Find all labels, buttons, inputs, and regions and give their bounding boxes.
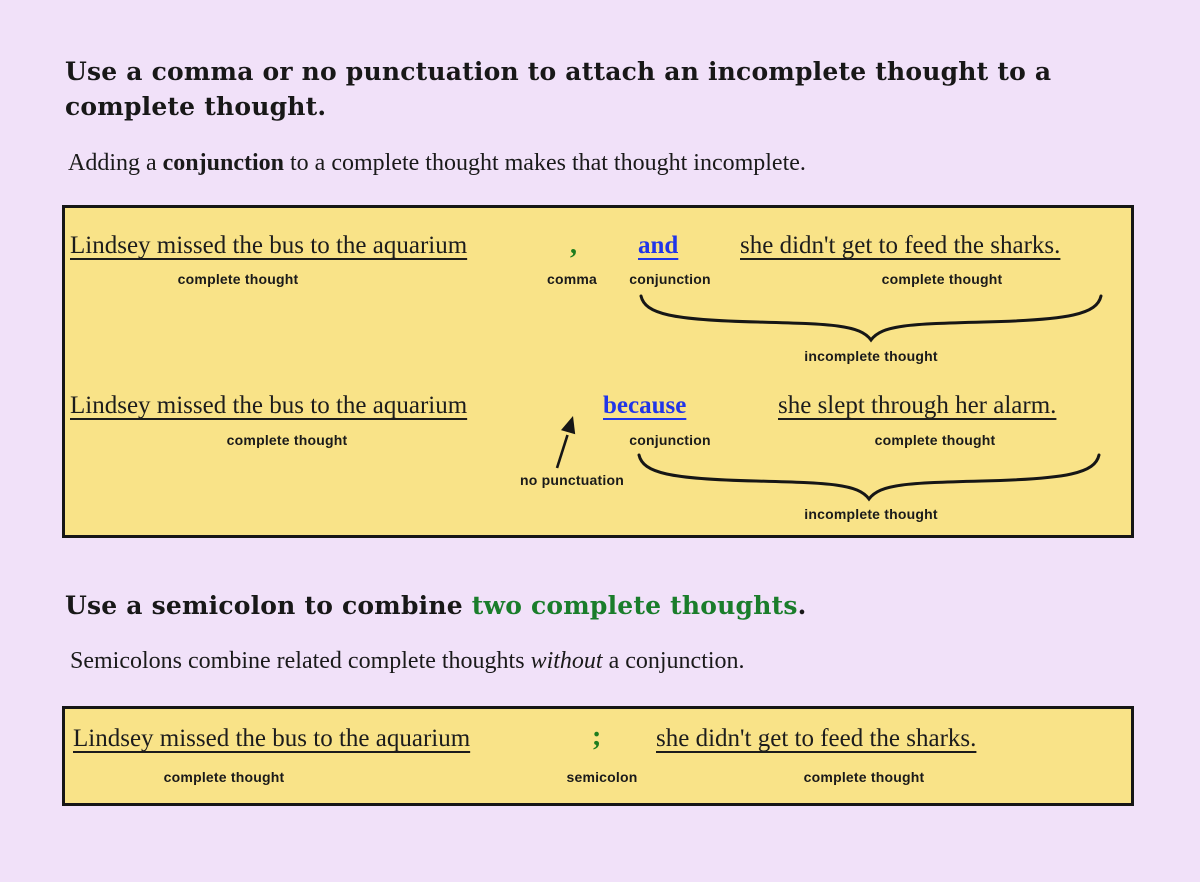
intro-semicolon-post: a conjunction.: [602, 648, 745, 674]
intro-comma-bold-term: conjunction: [162, 150, 285, 176]
sentence3-subject: Lindsey missed the bus to the aquarium: [73, 725, 471, 752]
example-box-comma: Lindsey missed the bus to the aquarium ,…: [62, 205, 1134, 538]
label-complete-thought-6: complete thought: [803, 769, 925, 785]
rule-intro-comma: Adding a conjunction to a complete thoug…: [68, 150, 806, 177]
label-incomplete-thought-1: incomplete thought: [804, 348, 938, 364]
up-right-arrow-icon: [555, 416, 576, 469]
heading-semicolon-pre: Use a semicolon to combine: [65, 591, 472, 620]
label-semicolon: semicolon: [566, 769, 638, 785]
label-no-punctuation: no punctuation: [520, 472, 624, 488]
label-comma: comma: [546, 271, 598, 287]
label-conjunction-2: conjunction: [629, 432, 711, 448]
heading-semicolon-highlight: two complete thoughts: [471, 591, 798, 620]
intro-semicolon-italic: without: [530, 648, 603, 674]
underbrace-icon: [639, 294, 1103, 343]
comma-mark: ,: [570, 229, 577, 260]
label-complete-thought-3: complete thought: [226, 432, 348, 448]
intro-comma-post: to a complete thought makes that thought…: [284, 150, 806, 176]
sentence2-subject: Lindsey missed the bus to the aquarium: [70, 392, 468, 419]
label-complete-thought-2: complete thought: [881, 271, 1003, 287]
rule-heading-semicolon: Use a semicolon to combine two complete …: [65, 588, 1143, 623]
label-incomplete-thought-2: incomplete thought: [804, 506, 938, 522]
heading-semicolon-post: .: [797, 591, 807, 620]
label-complete-thought-4: complete thought: [874, 432, 996, 448]
semicolon-mark: ;: [592, 721, 602, 752]
conjunction-word-and: and: [638, 232, 679, 259]
intro-comma-pre: Adding a: [68, 150, 163, 176]
example-box-semicolon: Lindsey missed the bus to the aquarium ;…: [62, 706, 1134, 806]
underbrace-icon: [637, 453, 1101, 502]
conjunction-word-because: because: [603, 392, 687, 419]
rule-intro-semicolon: Semicolons combine related complete thou…: [70, 648, 745, 675]
sentence3-clause: she didn't get to feed the sharks.: [656, 725, 977, 752]
rule-heading-comma: Use a comma or no punctuation to attach …: [65, 57, 1052, 121]
sentence1-subject: Lindsey missed the bus to the aquarium: [70, 232, 468, 259]
sentence1-clause: she didn't get to feed the sharks.: [740, 232, 1061, 259]
label-complete-thought-1: complete thought: [177, 271, 299, 287]
label-conjunction-1: conjunction: [629, 271, 711, 287]
intro-semicolon-pre: Semicolons combine related complete thou…: [70, 648, 531, 674]
label-complete-thought-5: complete thought: [163, 769, 285, 785]
sentence2-clause: she slept through her alarm.: [778, 392, 1057, 419]
